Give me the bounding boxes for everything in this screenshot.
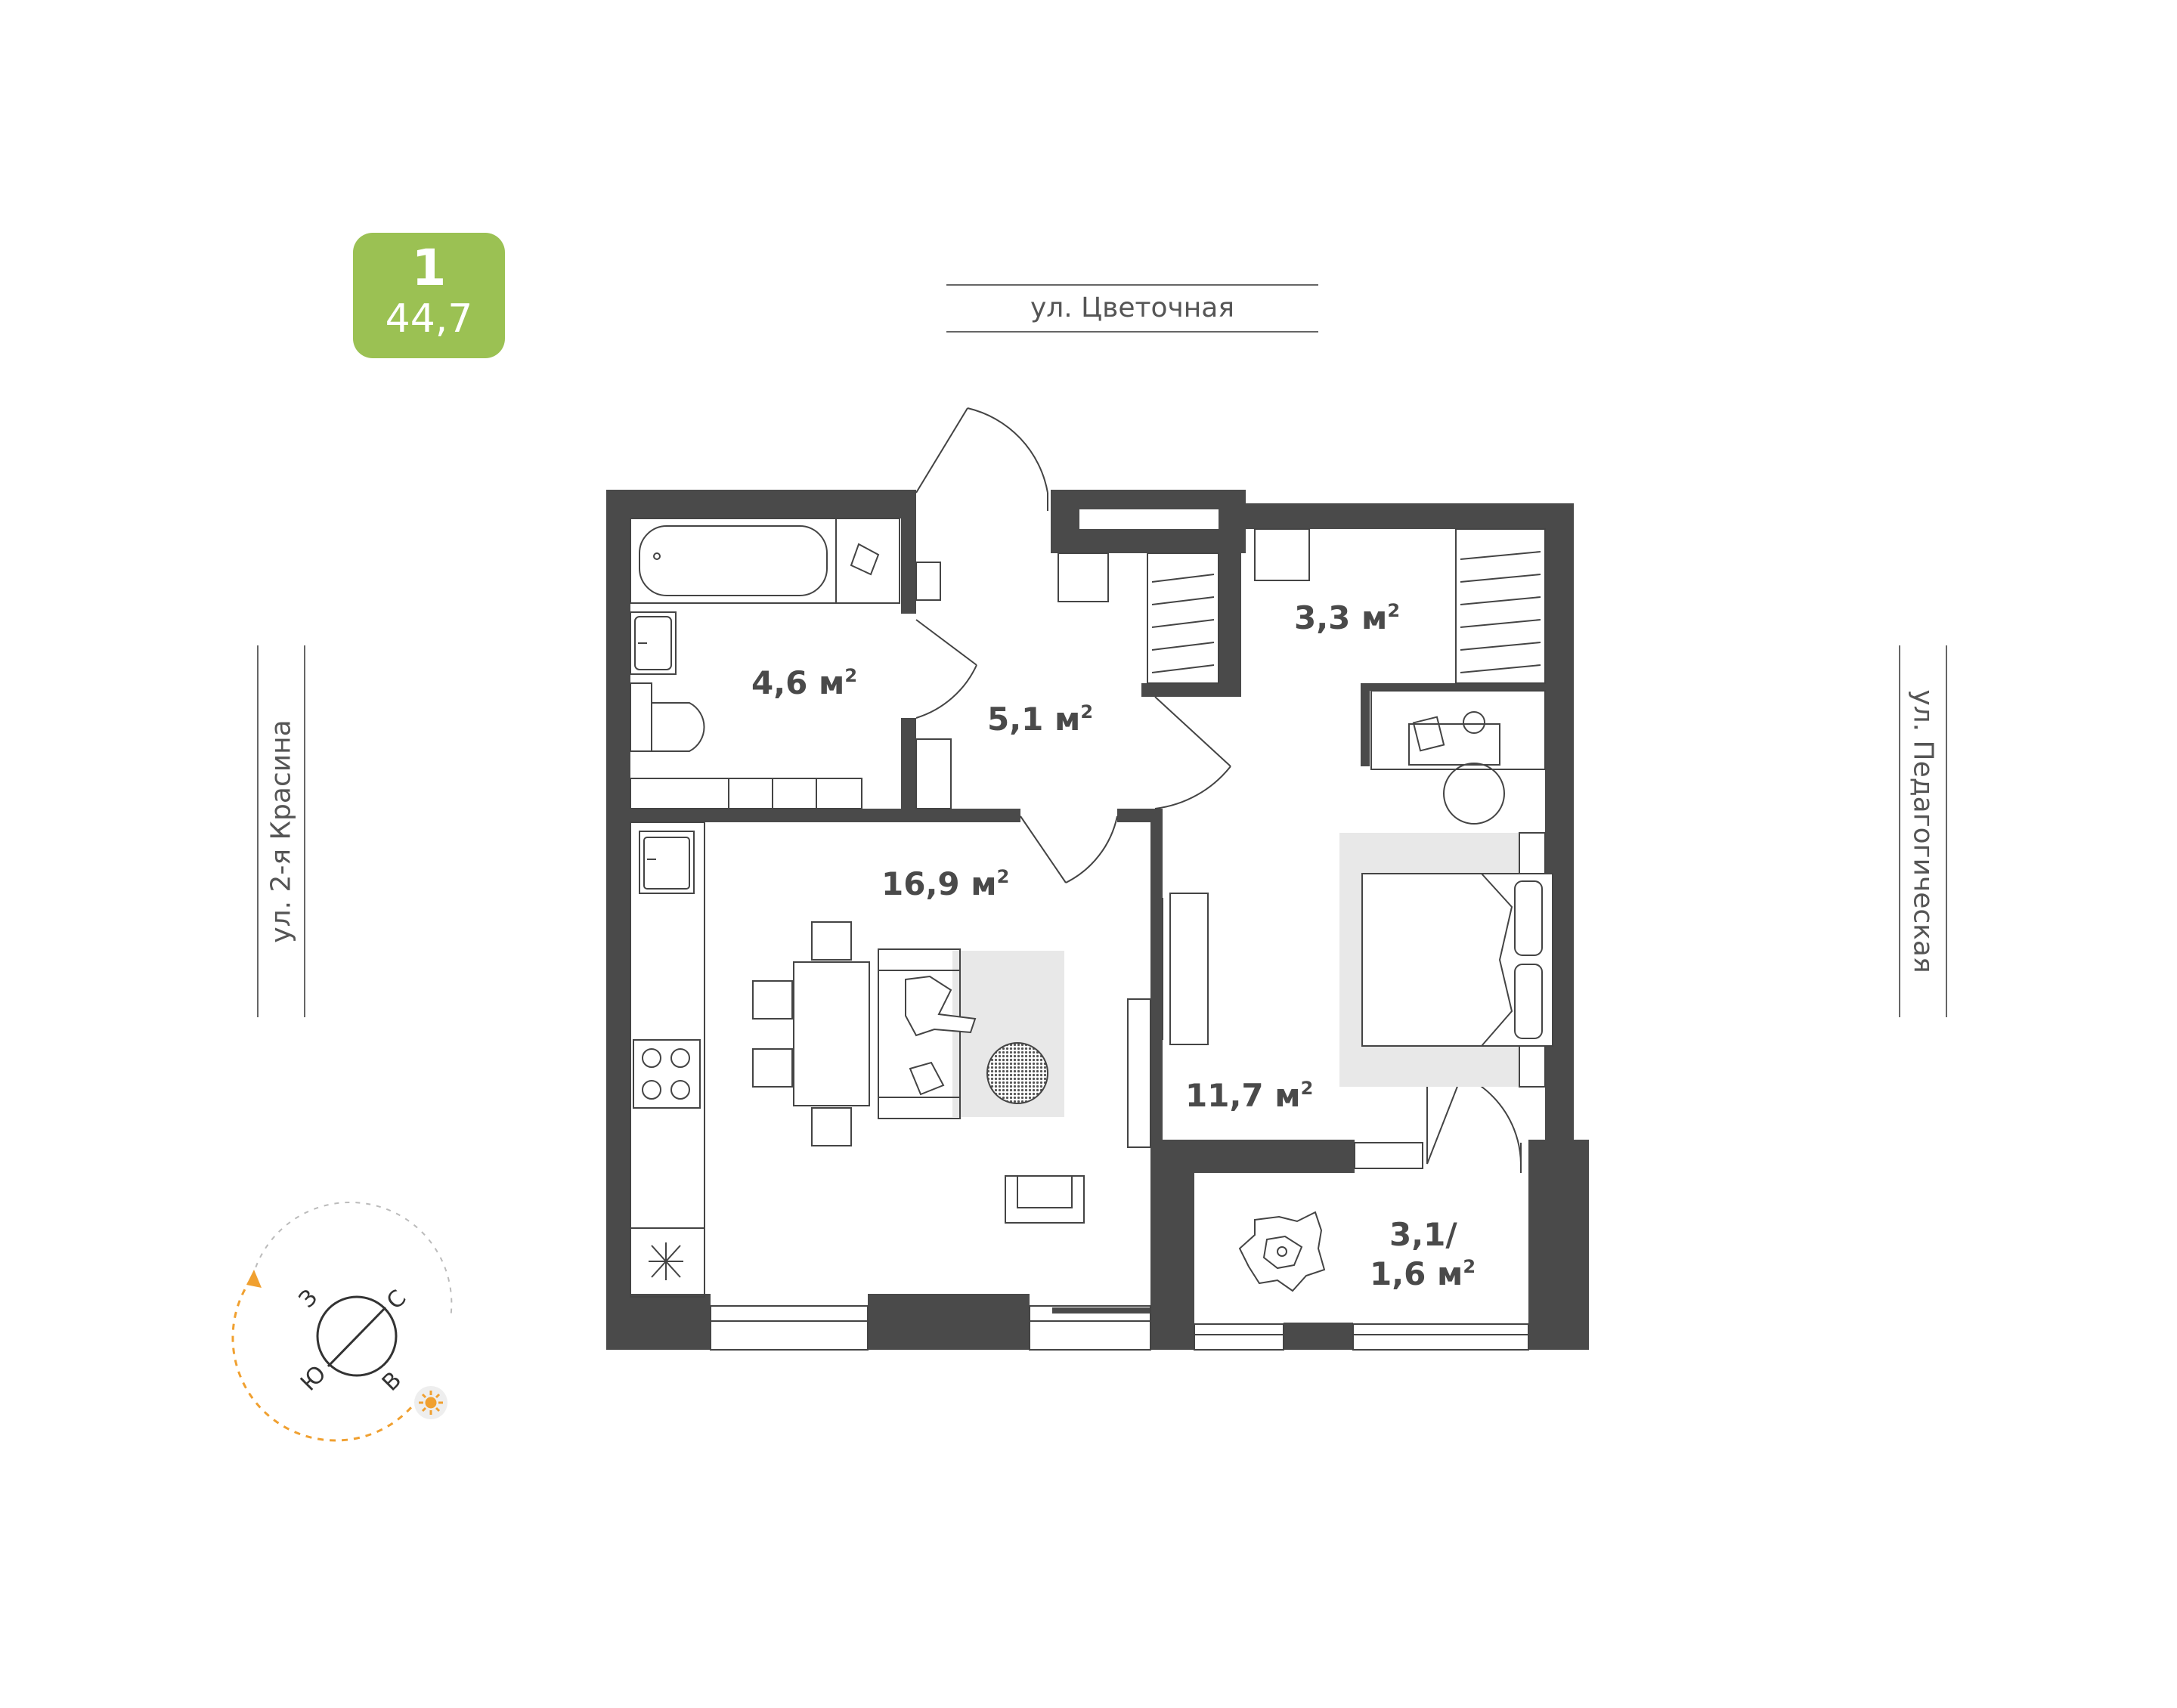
- bedroom-furniture: [1339, 690, 1553, 1088]
- bathroom-fixtures: [630, 518, 952, 809]
- room-area-balcony-line2: 1,6 м2: [1370, 1255, 1476, 1292]
- room-area-bedroom: 11,7 м2: [1185, 1077, 1313, 1114]
- street-label-left: ул. 2-я Красина: [257, 645, 305, 1017]
- room-labels: 4,6 м2 5,1 м2 3,3 м2 16,9 м2 11,7 м2 3,1…: [751, 599, 1476, 1292]
- wardrobes: [1058, 528, 1546, 684]
- compass-east: В: [377, 1366, 407, 1396]
- room-area-balcony: 3,1/: [1389, 1216, 1457, 1253]
- total-area: 44,7: [385, 296, 473, 342]
- compass: С З Ю В: [231, 1201, 453, 1442]
- windows: [710, 1142, 1529, 1351]
- room-area-bathroom: 4,6 м2: [751, 664, 857, 701]
- compass-south: Ю: [296, 1360, 332, 1397]
- sun-icon: [419, 1391, 443, 1415]
- living-furniture: [752, 893, 1209, 1224]
- apartment-badge: 1 44,7: [353, 233, 505, 358]
- balcony-plant: [1238, 1211, 1326, 1292]
- room-area-kitchen-living: 16,9 м2: [881, 865, 1009, 902]
- street-label-right: ул. Педагогическая: [1899, 645, 1947, 1017]
- room-count: 1: [411, 239, 447, 297]
- compass-west: З: [294, 1284, 323, 1313]
- room-area-hallway: 5,1 м2: [987, 701, 1093, 738]
- kitchen: [630, 822, 705, 1298]
- street-label-top: ул. Цветочная: [946, 284, 1318, 333]
- walls: [606, 490, 1589, 1350]
- room-area-wardrobe: 3,3 м2: [1294, 599, 1400, 636]
- arrow-icon: [246, 1270, 262, 1288]
